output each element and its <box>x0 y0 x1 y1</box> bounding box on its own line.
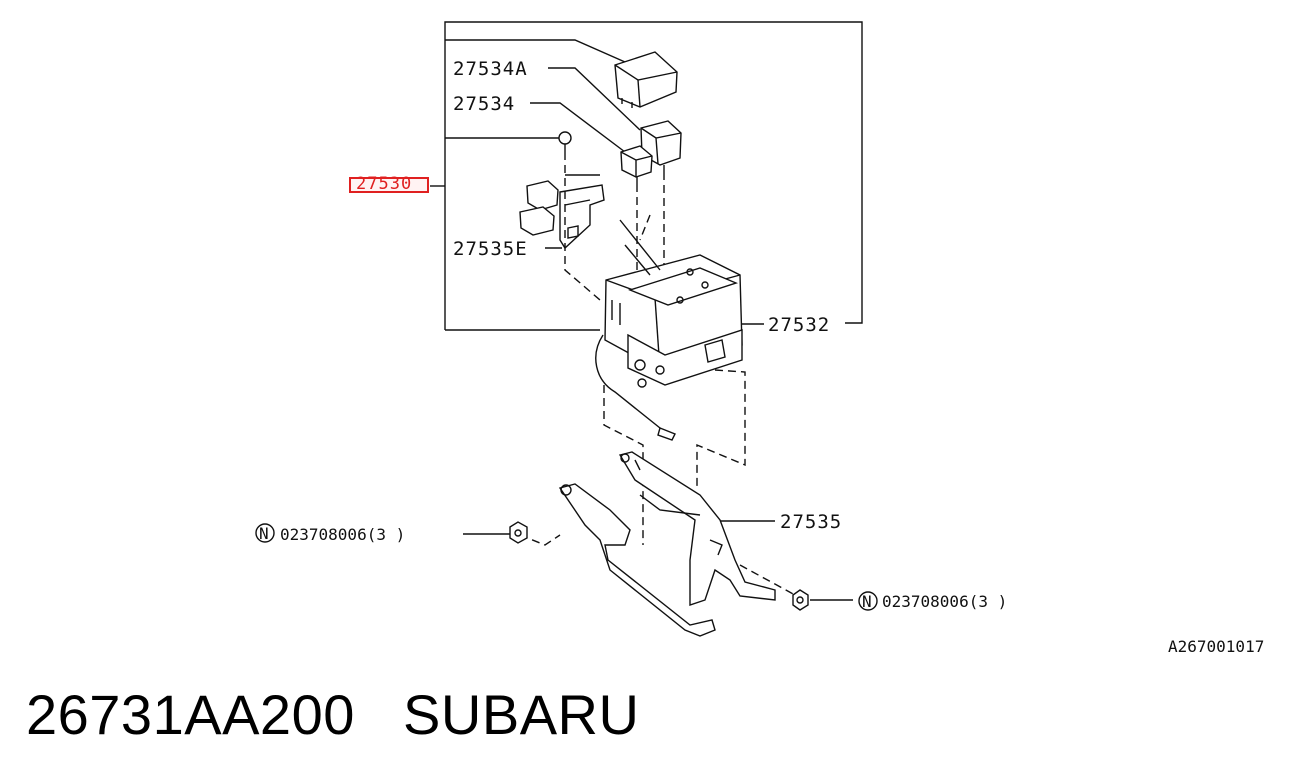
n-symbol-right: N <box>862 592 872 611</box>
relay-cover-part <box>614 51 678 108</box>
callout-27535[interactable]: 27535 <box>780 511 842 533</box>
drawing-code: A267001017 <box>1168 637 1264 656</box>
callout-27534[interactable]: 27534 <box>453 93 515 115</box>
brand-name: SUBARU <box>403 683 640 746</box>
part-number: 26731AA200 <box>26 683 355 746</box>
n-symbol-right-icon: N <box>858 591 878 611</box>
ground-wire-part <box>595 334 676 441</box>
nut-left-part <box>509 521 528 544</box>
bracket-frame <box>444 21 863 331</box>
callout-27530[interactable]: 27530 <box>356 174 413 194</box>
relay-bracket-part <box>519 174 605 250</box>
screw-part <box>558 131 572 152</box>
part-title: 26731AA200 SUBARU <box>26 682 639 747</box>
n-symbol-left-icon: N <box>255 523 275 543</box>
callout-27534a[interactable]: 27534A <box>453 58 528 80</box>
callout-27532[interactable]: 27532 <box>768 314 830 336</box>
nut-right-part <box>792 589 809 611</box>
highlighted-callout-box[interactable] <box>349 177 429 193</box>
assembly-guide-lines <box>519 152 796 596</box>
n-symbol-left: N <box>259 524 269 543</box>
lower-bracket-part <box>558 451 776 637</box>
relay-parts <box>620 120 682 184</box>
hydraulic-unit-part <box>604 219 743 388</box>
callout-27535e[interactable]: 27535E <box>453 238 528 260</box>
callout-nut-right[interactable]: 023708006(3 ) <box>882 592 1007 611</box>
callout-nut-left[interactable]: 023708006(3 ) <box>280 525 405 544</box>
